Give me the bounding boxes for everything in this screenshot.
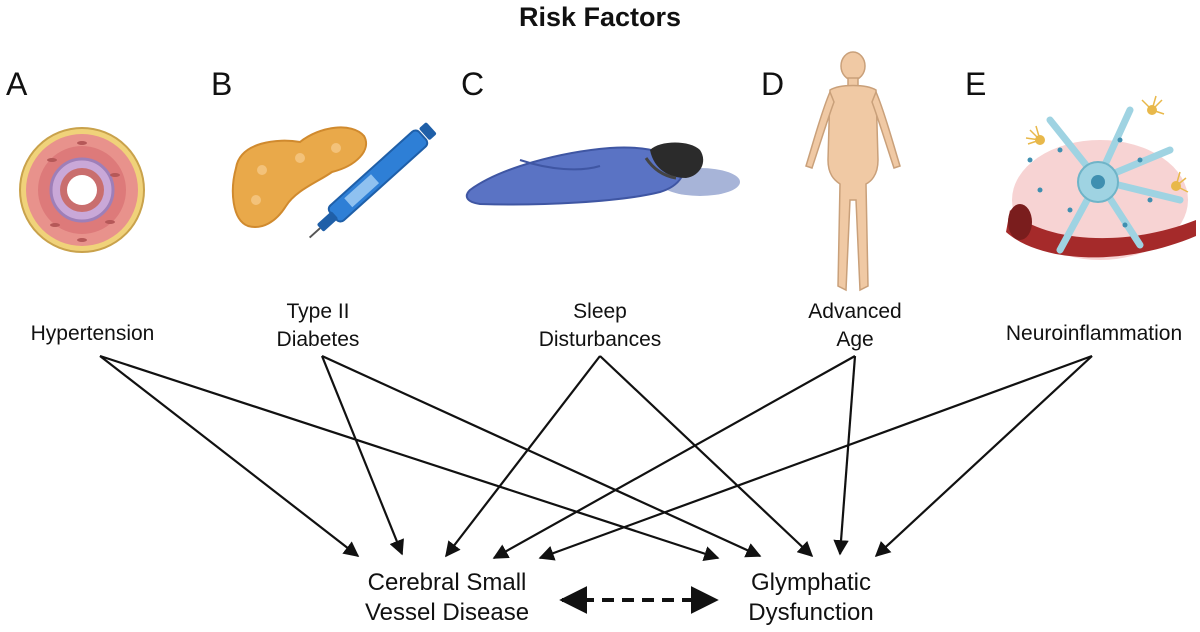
edge-group	[99, 354, 1093, 562]
factor-label-neuroinflammation: Neuroinflammation	[990, 320, 1198, 348]
outcome-label-line: Glymphatic	[750, 569, 872, 596]
panel-letter-b: B	[211, 66, 233, 102]
factor-label-hypertension: Hypertension	[0, 320, 185, 348]
panel-letter-c: C	[461, 66, 485, 102]
elderly-body-icon	[805, 51, 901, 292]
artery-cross-section-icon	[19, 127, 145, 253]
sleeping-person-icon	[465, 142, 740, 206]
edge-arrow-a-to-glymphatic	[99, 354, 720, 562]
edge-arrow-a-to-csvd	[99, 355, 360, 557]
panel-letter-a: A	[6, 66, 28, 102]
factor-label-line: Hypertension	[30, 322, 155, 345]
neuron-blood-vessel-icon	[1006, 95, 1196, 260]
pancreas-insulin-pen-icon	[231, 122, 437, 239]
panel-letter-e: E	[965, 66, 987, 102]
factor-label-age: Advanced Age	[785, 298, 925, 354]
factor-label-line: Type II	[286, 300, 350, 323]
factor-label-line: Disturbances	[538, 328, 662, 351]
edge-arrow-c-to-csvd	[445, 355, 601, 558]
edge-arrow-b-to-glymphatic	[321, 354, 762, 558]
outcome-label-glymphatic: Glymphatic Dysfunction	[716, 568, 906, 628]
outcome-label-line: Vessel Disease	[364, 599, 530, 626]
factor-label-sleep: Sleep Disturbances	[525, 298, 675, 354]
edge-arrow-c-to-glymphatic	[599, 355, 814, 558]
panel-letter-d: D	[761, 66, 785, 102]
factor-label-diabetes: Type II Diabetes	[248, 298, 388, 354]
factor-label-line: Diabetes	[276, 328, 360, 351]
edge-arrow-e-to-csvd	[538, 354, 1093, 561]
edge-arrow-d-to-glymphatic	[833, 355, 857, 556]
factor-label-line: Sleep	[573, 300, 627, 323]
factor-label-line: Neuroinflammation	[1005, 322, 1183, 345]
outcome-label-line: Cerebral Small	[367, 569, 527, 596]
edge-arrow-e-to-glymphatic	[874, 355, 1093, 558]
diagram-title: Risk Factors	[518, 2, 682, 32]
factor-label-line: Advanced	[808, 300, 902, 323]
edge-arrow-d-to-csvd	[492, 355, 856, 559]
edge-arrow-b-to-csvd	[320, 355, 404, 556]
outcome-label-csvd: Cerebral Small Vessel Disease	[342, 568, 552, 628]
factor-label-line: Age	[836, 328, 874, 351]
outcome-label-line: Dysfunction	[748, 599, 874, 626]
